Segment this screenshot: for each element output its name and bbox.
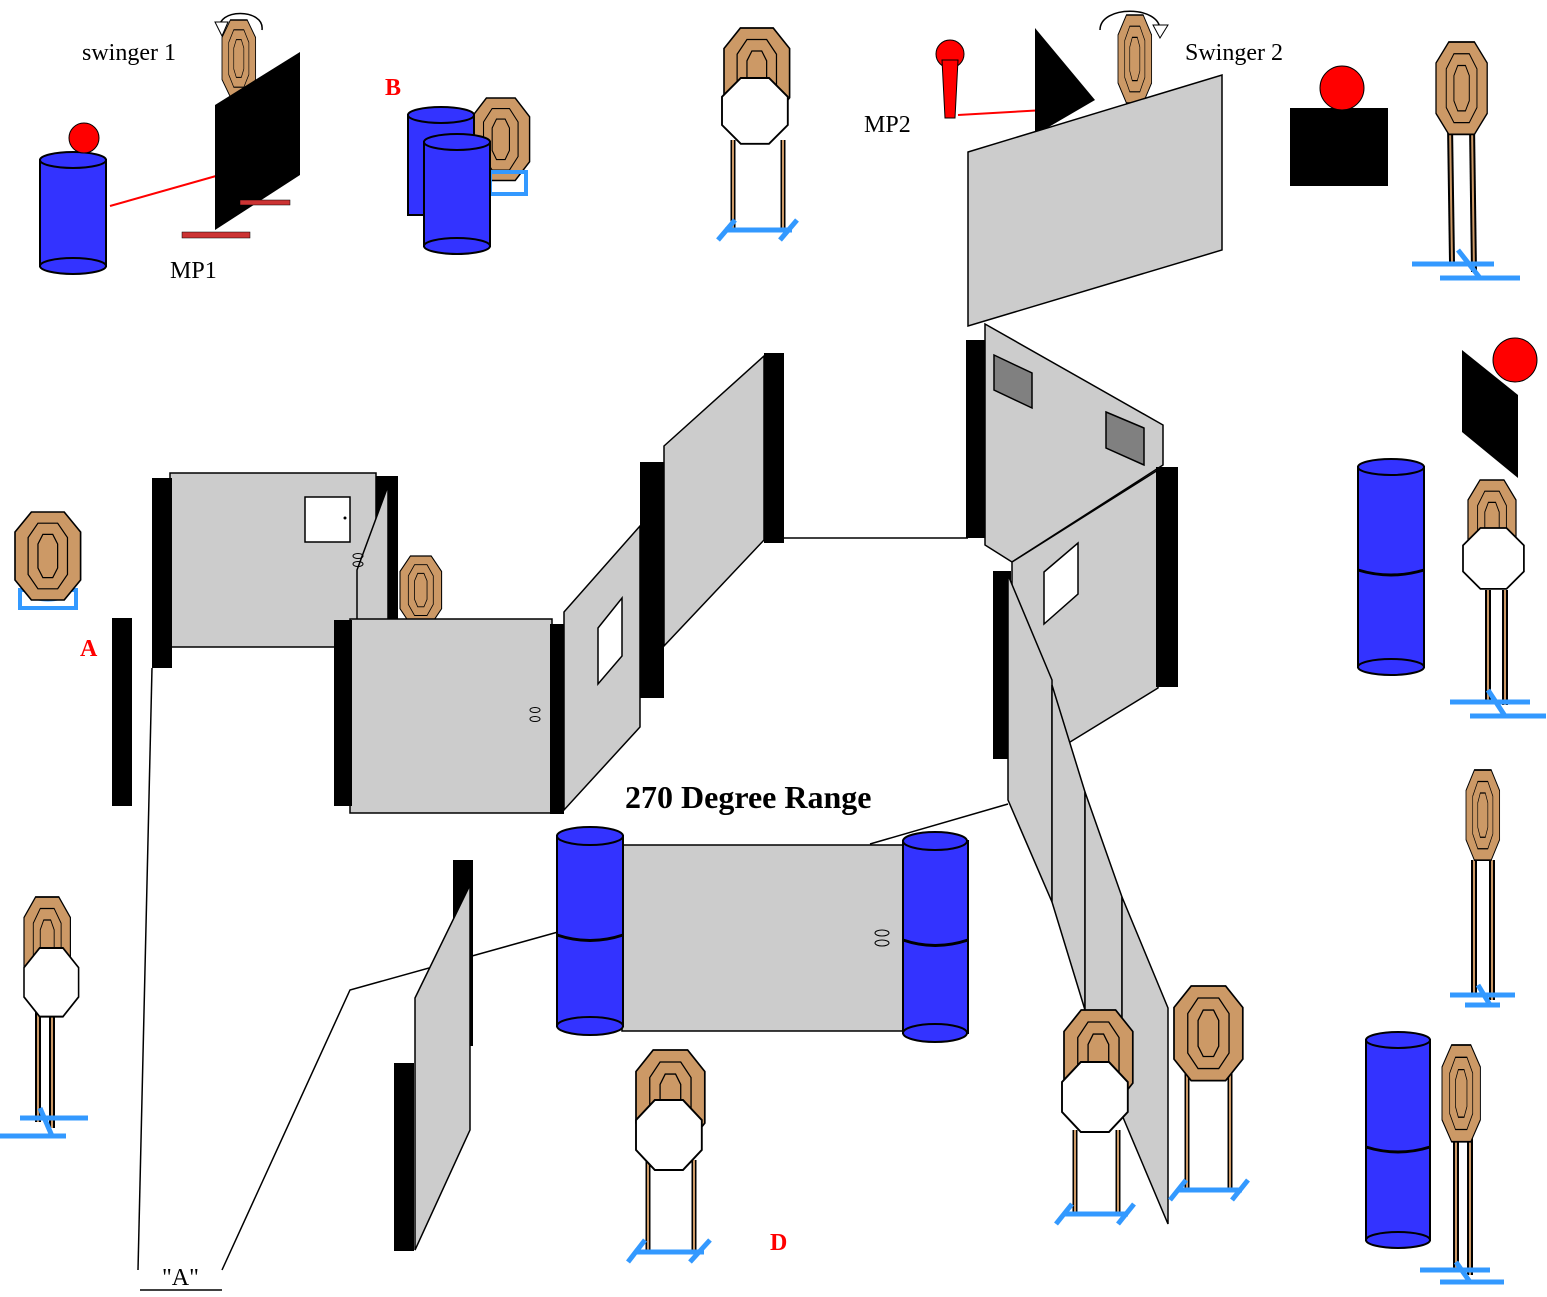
wall-back-left — [663, 354, 765, 648]
fault-line-a2 — [221, 931, 559, 1271]
wall-post — [394, 1063, 414, 1251]
no-shoot-target-icon — [1462, 527, 1525, 590]
barrel-stack-center-right — [902, 831, 969, 1043]
stage-title: 270 Degree Range — [625, 779, 871, 815]
steel-popper-icon — [1492, 337, 1538, 383]
wall-top-right — [967, 73, 1223, 328]
fault-line-a — [137, 667, 153, 1271]
stand-bottom-right-2 — [1168, 1070, 1250, 1202]
swinger1-label: swinger 1 — [82, 40, 176, 66]
steel-box — [1290, 108, 1388, 186]
swinger2-blocker — [1035, 28, 1095, 135]
position-b-label: B — [385, 75, 401, 101]
cardboard-target-icon — [1441, 1044, 1482, 1143]
wall-post — [966, 340, 986, 538]
no-shoot-target-icon — [635, 1099, 703, 1171]
position-a-label: A — [80, 636, 98, 662]
window — [1043, 541, 1079, 626]
wall-front-left — [414, 884, 471, 1251]
swinger2-label: Swinger 2 — [1185, 40, 1283, 66]
port — [993, 353, 1033, 410]
barrel-stack-center-left — [556, 826, 624, 1036]
stand-bottom-right — [1420, 1135, 1504, 1285]
window — [597, 595, 623, 687]
stand-top-middle — [716, 140, 799, 242]
steel-plate-right — [1462, 350, 1518, 478]
stand-bottom-center — [626, 1160, 712, 1264]
wall-post — [550, 624, 564, 814]
wall-post-a — [112, 618, 132, 806]
port — [1105, 410, 1145, 467]
steel-popper-icon — [935, 39, 965, 119]
cardboard-target-icon — [399, 555, 443, 625]
wall-post — [993, 571, 1011, 759]
no-shoot-target-icon — [721, 77, 789, 145]
stand-right-2 — [1450, 860, 1515, 1008]
wall-post — [1156, 467, 1178, 687]
cardboard-target-icon — [14, 511, 82, 601]
cardboard-target-icon — [1173, 985, 1244, 1082]
barrel-top-left — [39, 151, 107, 275]
mp1-label: MP1 — [170, 258, 217, 284]
wall-post — [152, 478, 172, 668]
start-position-label: "A" — [162, 1265, 199, 1291]
barrel-stack-right — [1357, 458, 1425, 676]
wall-front-room — [349, 618, 553, 814]
stand-top-right — [1412, 124, 1520, 281]
mp2-label: MP2 — [864, 112, 911, 138]
barrel-b-2 — [423, 133, 491, 255]
stand-right-1 — [1450, 590, 1546, 719]
swinger-icon — [214, 12, 263, 98]
stand-bottom-right-1 — [1054, 1130, 1136, 1226]
swinger1-blocker — [215, 52, 300, 230]
swinger-icon — [1099, 10, 1169, 104]
wall-post — [334, 620, 352, 806]
no-shoot-target-icon — [23, 947, 80, 1018]
no-shoot-target-icon — [1061, 1061, 1129, 1133]
wall-post — [764, 353, 784, 543]
cardboard-target-icon — [1435, 41, 1489, 136]
steel-popper-icon — [68, 122, 100, 154]
wall-front-center — [621, 844, 908, 1032]
cardboard-target-icon — [1465, 769, 1501, 862]
barrel-stack-bottom-right — [1365, 1031, 1431, 1249]
position-d-label: D — [770, 1230, 787, 1256]
wall-post — [640, 462, 664, 698]
stand-left-bottom — [0, 1000, 88, 1139]
window — [304, 496, 351, 543]
steel-popper-icon — [1319, 65, 1365, 111]
